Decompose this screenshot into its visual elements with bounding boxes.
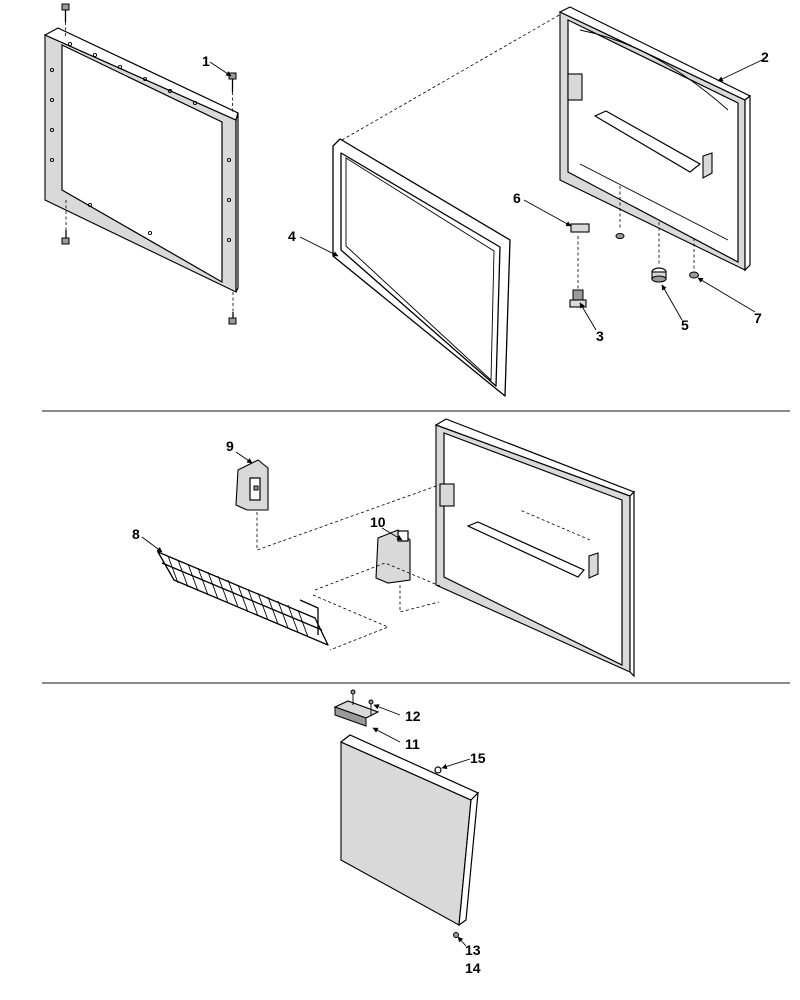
callout-15: 15: [470, 750, 486, 766]
callout-8: 8: [132, 526, 140, 542]
door-liner: [558, 6, 752, 272]
wire-shelf: [157, 551, 329, 646]
callout-1: 1: [202, 53, 210, 69]
bushing-icon: [651, 267, 667, 283]
callout-labels: 1 2 3 4 5 6 7 8 9 10 11 12 13 14 15: [132, 49, 769, 976]
washer-icon: [689, 271, 699, 279]
callout-6: 6: [513, 190, 521, 206]
screw-icon: [228, 292, 237, 325]
dashed-guide: [256, 484, 591, 651]
door-liner-lower: [434, 418, 636, 678]
shelf-bracket: [375, 529, 411, 584]
screw-icon: [368, 699, 374, 715]
callout-10: 10: [370, 514, 386, 530]
dashed-guide: [341, 9, 569, 141]
callout-4: 4: [288, 228, 296, 244]
screw-icon: [453, 932, 459, 938]
callout-leaders: [141, 59, 763, 947]
callout-2: 2: [761, 49, 769, 65]
callout-5: 5: [681, 317, 689, 333]
callout-12: 12: [405, 708, 421, 724]
screw-icon: [61, 200, 70, 245]
callout-14: 14: [465, 960, 481, 976]
callout-9: 9: [226, 438, 234, 454]
screw-icon: [434, 766, 442, 774]
screw-icon: [350, 689, 356, 705]
screw-icon: [228, 72, 237, 112]
callout-7: 7: [754, 310, 762, 326]
door-bin: [235, 459, 269, 511]
door-gasket: [332, 138, 511, 397]
screw-icon: [61, 3, 70, 38]
drawer-front: [339, 734, 480, 927]
callout-3: 3: [596, 328, 604, 344]
callout-13: 13: [465, 942, 481, 958]
door-frame: [43, 27, 239, 293]
hinge-pin-assembly: [569, 223, 590, 308]
washer-icon: [615, 233, 625, 239]
drawer-handle: [333, 700, 380, 727]
callout-11: 11: [405, 736, 420, 752]
